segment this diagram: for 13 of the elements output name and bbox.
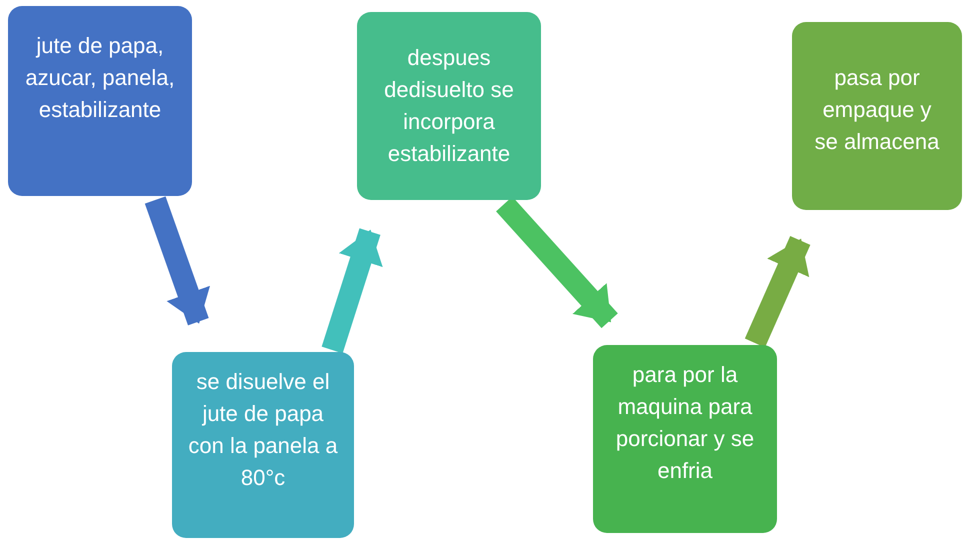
block-arrow	[744, 236, 810, 348]
block-arrow	[322, 228, 383, 354]
process-box	[593, 345, 777, 533]
process-box	[792, 22, 962, 210]
process-box	[172, 352, 354, 538]
step-text: se disuelve el jute de papa con la panela a 80°c	[188, 368, 338, 492]
step-text: para por la maquina para porcionar y se enfria	[614, 361, 756, 485]
step-text: jute de papa, azucar, panela, estabilizante	[24, 32, 176, 124]
step-text: pasa por empaque y se almacena	[814, 64, 940, 156]
block-arrow	[144, 196, 210, 326]
process-box	[357, 12, 541, 200]
step-text: despues dedisuelto se incorpora estabilizante	[383, 44, 515, 168]
process-box	[8, 6, 192, 196]
